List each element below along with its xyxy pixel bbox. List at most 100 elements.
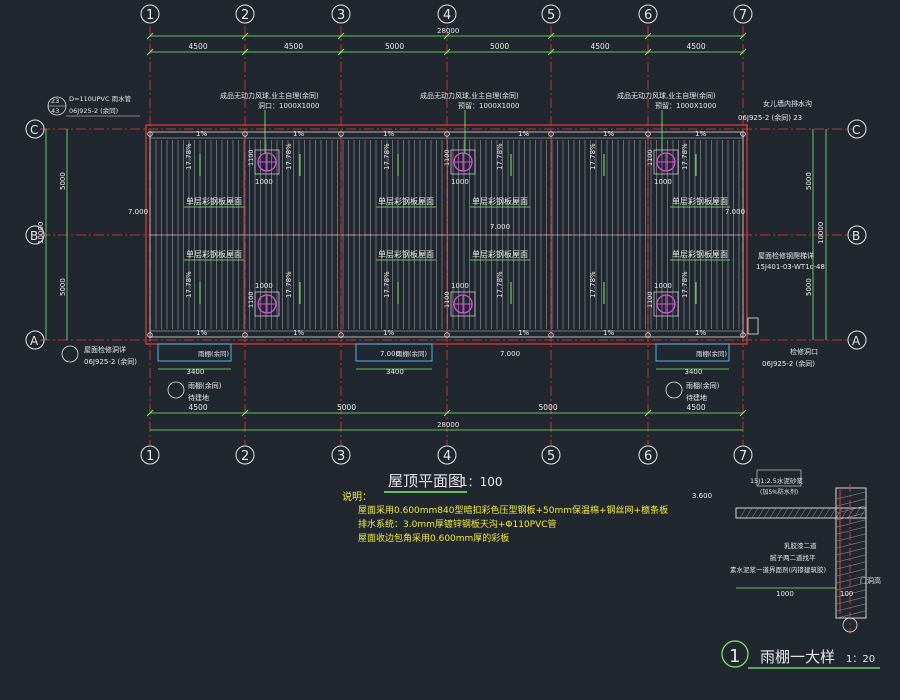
ventilator-opening bbox=[254, 149, 280, 175]
roof-outline bbox=[145, 124, 748, 345]
gutter-slope-top: 1% bbox=[383, 130, 394, 138]
dim-side-total-label: 10000 bbox=[37, 222, 45, 244]
grid-label-4: 4 bbox=[443, 449, 451, 464]
grid-label-A: A bbox=[852, 334, 861, 348]
detail-hatch bbox=[836, 575, 866, 584]
detail-hatch bbox=[847, 507, 855, 519]
dim-top: 5000 bbox=[385, 42, 404, 51]
detail-hatch bbox=[835, 507, 843, 519]
dim-tick bbox=[644, 409, 652, 417]
note-2: 排水系统：3.0mm厚镀锌钢板天沟+Φ110PVC管 bbox=[358, 518, 557, 530]
drawing-title: 屋顶平面图 bbox=[388, 472, 463, 490]
note-1: 屋面采用0.600mm840型暗扣彩色压型钢板+50mm保温棉+钢丝网+檩条板 bbox=[358, 504, 668, 516]
dim-tick bbox=[644, 48, 652, 56]
downpipe-top bbox=[645, 131, 651, 137]
detail-hatch bbox=[836, 526, 866, 535]
downpipe-top bbox=[338, 131, 344, 137]
detail-note: 素水泥浆一道界面剂(内掺建筑胶) bbox=[730, 565, 826, 574]
left-note: 06J925-2 (余同) bbox=[84, 357, 137, 366]
gutter-slope-bottom: 1% bbox=[695, 329, 706, 337]
grid-bubble-7 bbox=[733, 4, 753, 24]
downpipe-top bbox=[548, 131, 554, 137]
roof-slope-label: 17.78% bbox=[185, 143, 193, 170]
dim-tick bbox=[443, 409, 451, 417]
detail-hatch bbox=[836, 498, 866, 507]
right-note: 检修洞口 bbox=[790, 347, 818, 356]
dim-tick bbox=[146, 48, 154, 56]
elevation-mark: 7.000 bbox=[128, 208, 148, 216]
panel-label: 单层彩钢板屋面 bbox=[378, 196, 434, 206]
detail-hatch bbox=[799, 507, 807, 519]
canopy-label: 雨棚(余同) bbox=[198, 349, 229, 358]
grid-bubble-4 bbox=[437, 445, 457, 465]
panel-label: 单层彩钢板屋面 bbox=[186, 249, 242, 259]
ventilator-dim: 1100 bbox=[247, 149, 255, 166]
grid-bubble-B bbox=[847, 225, 867, 245]
detail-hatch bbox=[805, 507, 813, 519]
detail-hatch bbox=[836, 603, 866, 612]
right-note: 15J401-03-WT1c-48 bbox=[756, 263, 825, 271]
grid-label-1: 1 bbox=[146, 449, 154, 464]
grid-bubble-B bbox=[25, 225, 45, 245]
canopy-dim: 3400 bbox=[386, 368, 404, 376]
dim-tick bbox=[241, 32, 249, 40]
grid-label-6: 6 bbox=[644, 8, 652, 23]
ventilator-opening bbox=[653, 149, 679, 175]
detail-hatch bbox=[836, 561, 866, 570]
dim-tick bbox=[146, 409, 154, 417]
dim-total-bottom: 28000 bbox=[437, 421, 459, 429]
pipe-note-ratio: 23 bbox=[51, 97, 59, 105]
roof-slope-label: 17.78% bbox=[285, 271, 293, 298]
pipe-note-ratio: 43 bbox=[51, 107, 59, 115]
dim-tick bbox=[644, 32, 652, 40]
detail-hatch bbox=[836, 568, 866, 577]
gutter-slope-bottom: 1% bbox=[293, 329, 304, 337]
grid-label-B: B bbox=[30, 229, 38, 243]
canopy-outline bbox=[157, 343, 232, 362]
gutter-slope-bottom: 1% bbox=[518, 329, 529, 337]
downpipe-bottom bbox=[147, 332, 153, 338]
ventilator-opening bbox=[254, 291, 280, 317]
grid-bubble-5 bbox=[541, 4, 561, 24]
canopy-dim: 3400 bbox=[187, 368, 205, 376]
vent-note: 预留：1000X1000 bbox=[655, 101, 716, 110]
gutter-slope-top: 1% bbox=[293, 130, 304, 138]
detail-hatch bbox=[853, 507, 861, 519]
dim-side-label: 5000 bbox=[805, 278, 813, 296]
detail-hatch bbox=[836, 589, 866, 598]
detail-hatch bbox=[757, 507, 765, 519]
ventilator-dim: 1100 bbox=[443, 149, 451, 166]
gutter-slope-bottom: 1% bbox=[603, 329, 614, 337]
dim-tick bbox=[337, 48, 345, 56]
dim-side-total-label: 10000 bbox=[817, 222, 825, 244]
detail-hatch bbox=[836, 533, 866, 542]
detail-hatch bbox=[793, 507, 801, 519]
detail-scale: 1：20 bbox=[846, 654, 875, 665]
ventilator-dim: 1000 bbox=[654, 282, 672, 290]
panel-label: 单层彩钢板屋面 bbox=[186, 196, 242, 206]
downpipe-top bbox=[147, 131, 153, 137]
ventilator-dim: 1100 bbox=[646, 149, 654, 166]
dim-bottom: 5000 bbox=[539, 403, 558, 412]
canopy-detail-bubble bbox=[665, 381, 683, 399]
canopy-label: 雨棚(余同) bbox=[396, 349, 427, 358]
grid-bubble-5 bbox=[541, 445, 561, 465]
canopy-detail-bubble bbox=[167, 381, 185, 399]
dim-tick bbox=[146, 32, 154, 40]
downpipe-bottom bbox=[338, 332, 344, 338]
pipe-note-text: 06J925-2 (余同) bbox=[69, 106, 118, 115]
roof-slope-label: 17.78% bbox=[383, 143, 391, 170]
grid-label-2: 2 bbox=[241, 449, 249, 464]
dim-bottom: 4500 bbox=[687, 403, 706, 412]
canopy-dim: 3400 bbox=[685, 368, 703, 376]
detail-hatch bbox=[836, 540, 866, 549]
grid-label-3: 3 bbox=[337, 8, 345, 23]
roof-slope-label: 17.78% bbox=[496, 143, 504, 170]
downpipe-bottom bbox=[645, 332, 651, 338]
elevation-mark: 7.000 bbox=[490, 223, 510, 231]
grid-bubble-2 bbox=[235, 4, 255, 24]
right-note: 06J925-2 (余同) 23 bbox=[738, 113, 802, 122]
ventilator-dim: 1100 bbox=[646, 291, 654, 308]
